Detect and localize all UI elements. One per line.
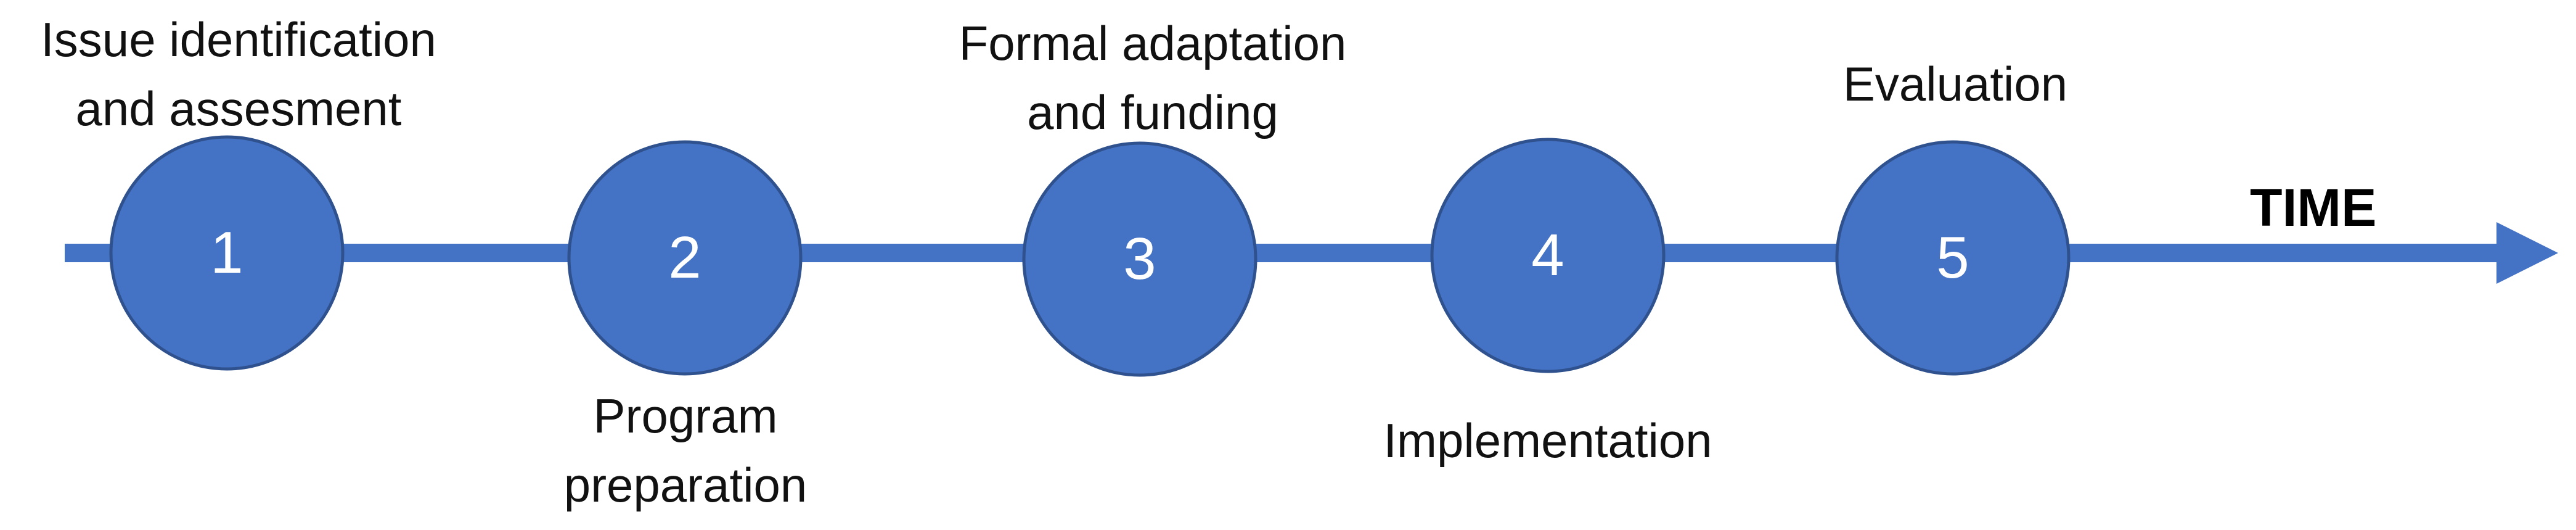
stage-2-circle bbox=[567, 140, 803, 376]
stage-5-circle bbox=[1835, 140, 2071, 376]
stage-3-label-line-2: and funding bbox=[1027, 85, 1278, 139]
stage-1-label-line-2: and assesment bbox=[75, 81, 402, 136]
stage-2-label-line-2: preparation bbox=[563, 458, 808, 512]
timeline-arrowhead bbox=[2496, 222, 2558, 284]
stage-4-label-line-1: Implementation bbox=[1383, 413, 1712, 468]
stage-4-number: 4 bbox=[1531, 222, 1564, 288]
stage-2-number: 2 bbox=[668, 225, 701, 291]
stage-3-number: 3 bbox=[1123, 226, 1156, 292]
time-axis-label: TIME bbox=[2250, 178, 2377, 238]
stage-5-label-line-1: Evaluation bbox=[1842, 57, 2068, 111]
stage-1-label-line-1: Issue identification bbox=[41, 12, 436, 67]
stage-1-label: Issue identification and assesment bbox=[0, 5, 516, 143]
stage-2-label: Program preparation bbox=[408, 381, 963, 520]
stage-5-label: Evaluation bbox=[1678, 49, 2233, 118]
stage-2-label-line-1: Program bbox=[593, 389, 778, 443]
stage-4-circle bbox=[1430, 138, 1666, 373]
stage-5-number: 5 bbox=[1936, 225, 1969, 291]
stage-3-label-line-1: Formal adaptation bbox=[959, 16, 1347, 70]
stage-4-label: Implementation bbox=[1270, 406, 1825, 475]
stage-3-circle bbox=[1022, 141, 1257, 377]
stage-1-number: 1 bbox=[210, 220, 243, 286]
stage-1-circle bbox=[109, 135, 345, 371]
stage-3-label: Formal adaptation and funding bbox=[875, 9, 1430, 147]
